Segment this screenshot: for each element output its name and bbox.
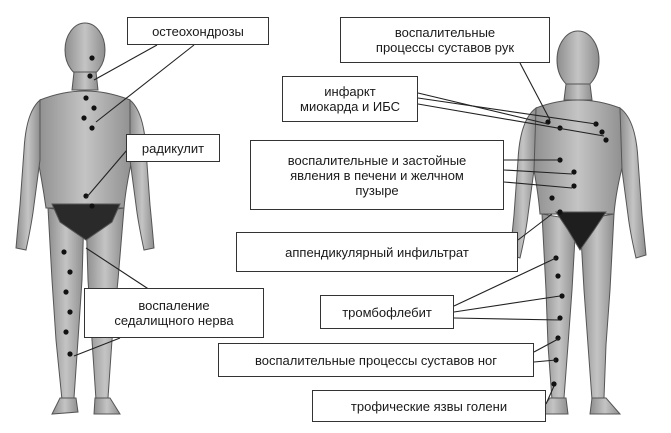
front-right-foot xyxy=(589,397,622,415)
acupoint-dot xyxy=(555,273,561,279)
acupoint-dot xyxy=(61,249,67,255)
back-left-arm xyxy=(15,98,41,251)
front-torso xyxy=(531,99,625,215)
acupoint-dot xyxy=(63,329,69,335)
leader-line xyxy=(417,103,605,137)
acupoint-dot xyxy=(571,183,577,189)
leader-line xyxy=(73,337,121,357)
acupoint-dot xyxy=(63,289,69,295)
back-head xyxy=(64,22,106,78)
label-liver-gallbladder: воспалительные и застойные явления в печ… xyxy=(250,140,504,210)
acupoint-dot xyxy=(551,381,557,387)
leader-line xyxy=(93,44,158,81)
back-right-foot xyxy=(93,397,121,415)
leader-line xyxy=(519,62,551,121)
acupoint-dot xyxy=(87,73,93,79)
leader-line xyxy=(417,97,597,125)
leader-line xyxy=(503,169,573,175)
acupoint-dot xyxy=(67,351,73,357)
front-view-figure xyxy=(509,30,647,415)
label-thrombophlebitis: тромбофлебит xyxy=(320,295,454,329)
acupoint-dot xyxy=(559,293,565,299)
back-right-arm xyxy=(129,98,155,251)
back-left-foot xyxy=(51,397,79,415)
leader-lines xyxy=(73,44,605,405)
label-trophic-ulcers: трофические язвы голени xyxy=(312,390,546,422)
label-infarction: инфаркт миокарда и ИБС xyxy=(282,76,418,122)
acupoint-dot xyxy=(603,137,609,143)
back-torso xyxy=(35,90,135,209)
leader-line xyxy=(503,181,573,189)
leader-line xyxy=(453,257,557,307)
acupoint-dot xyxy=(89,55,95,61)
back-briefs xyxy=(51,203,121,241)
leader-line xyxy=(417,92,549,125)
leader-line xyxy=(453,317,561,321)
label-arm-joints: воспалительные процессы суставов рук xyxy=(340,17,550,63)
back-view-figure xyxy=(15,22,155,415)
acupoint-dot xyxy=(89,125,95,131)
acupoint-dot xyxy=(599,129,605,135)
back-neck xyxy=(71,71,99,91)
leader-line xyxy=(545,385,555,405)
label-leg-joints: воспалительные процессы суставов ног xyxy=(218,343,534,377)
front-left-leg xyxy=(541,213,577,401)
acupoint-dot xyxy=(557,209,563,215)
front-head xyxy=(556,30,600,90)
acupoint-dot xyxy=(557,315,563,321)
leader-line xyxy=(533,359,557,363)
acupoint-dot xyxy=(83,95,89,101)
acupoint-dot xyxy=(67,309,73,315)
leader-line xyxy=(453,295,561,313)
acupoint-dot xyxy=(549,195,555,201)
leader-line xyxy=(517,213,553,241)
front-right-arm xyxy=(619,106,647,259)
back-left-leg xyxy=(47,207,85,401)
label-osteochondrosis: остеохондрозы xyxy=(127,17,269,45)
leader-line xyxy=(533,337,561,353)
label-appendicular-infiltrate: аппендикулярный инфильтрат xyxy=(236,232,518,272)
acupoint-dot xyxy=(89,203,95,209)
label-radiculitis: радикулит xyxy=(126,134,220,162)
leader-line xyxy=(85,149,128,199)
leader-line xyxy=(95,44,195,123)
leader-line xyxy=(85,247,151,291)
acupoint-dot xyxy=(571,169,577,175)
front-briefs xyxy=(555,211,607,251)
label-sciatic-nerve: воспаление седалищного нерва xyxy=(84,288,264,338)
front-neck xyxy=(563,83,593,101)
acupoint-dot xyxy=(81,115,87,121)
acupoint-dot xyxy=(67,269,73,275)
acupoint-dot xyxy=(91,105,97,111)
